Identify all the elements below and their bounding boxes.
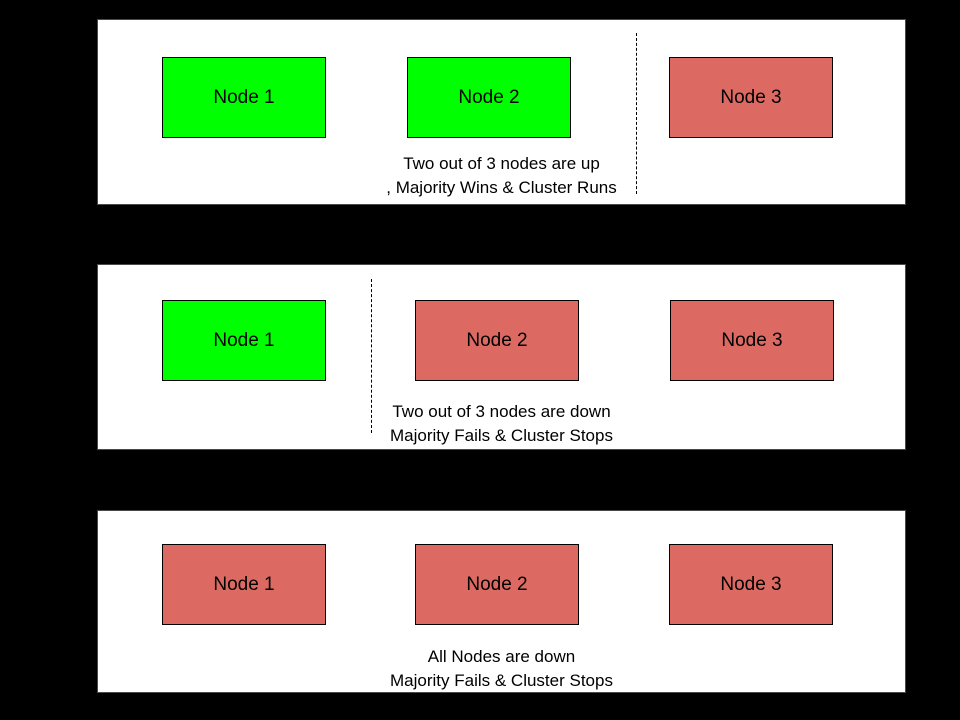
node-1-box: Node 1 <box>162 544 326 625</box>
node-1-box: Node 1 <box>162 57 326 138</box>
node-3-box: Node 3 <box>669 57 833 138</box>
scenario-panel-all-down: Node 1 Node 2 Node 3 All Nodes are down … <box>97 510 906 693</box>
node-1-label: Node 1 <box>213 86 275 108</box>
panel-caption: Two out of 3 nodes are down Majority Fai… <box>98 400 905 448</box>
node-3-box: Node 3 <box>669 544 833 625</box>
node-2-box: Node 2 <box>415 300 579 381</box>
panel-caption: All Nodes are down Majority Fails & Clus… <box>98 645 905 693</box>
node-3-label: Node 3 <box>720 86 782 108</box>
node-3-label: Node 3 <box>720 573 782 595</box>
node-2-box: Node 2 <box>407 57 571 138</box>
caption-line-2: Majority Fails & Cluster Stops <box>390 426 613 445</box>
caption-line-1: Two out of 3 nodes are up <box>403 154 600 173</box>
scenario-panel-majority-up: Node 1 Node 2 Node 3 Two out of 3 nodes … <box>97 19 906 205</box>
node-2-label: Node 2 <box>466 573 528 595</box>
node-2-label: Node 2 <box>466 329 528 351</box>
node-2-label: Node 2 <box>458 86 520 108</box>
partition-divider-line <box>636 33 637 194</box>
node-2-box: Node 2 <box>415 544 579 625</box>
caption-line-2: Majority Fails & Cluster Stops <box>390 671 613 690</box>
caption-line-1: All Nodes are down <box>427 647 576 666</box>
node-1-label: Node 1 <box>213 573 275 595</box>
partition-divider-line <box>371 279 372 433</box>
node-1-box: Node 1 <box>162 300 326 381</box>
panel-caption: Two out of 3 nodes are up , Majority Win… <box>98 152 905 200</box>
node-3-box: Node 3 <box>670 300 834 381</box>
node-1-label: Node 1 <box>213 329 275 351</box>
scenario-panel-majority-down: Node 1 Node 2 Node 3 Two out of 3 nodes … <box>97 264 906 450</box>
caption-line-1: Two out of 3 nodes are down <box>392 402 611 421</box>
node-3-label: Node 3 <box>721 329 783 351</box>
caption-line-2: , Majority Wins & Cluster Runs <box>386 178 617 197</box>
